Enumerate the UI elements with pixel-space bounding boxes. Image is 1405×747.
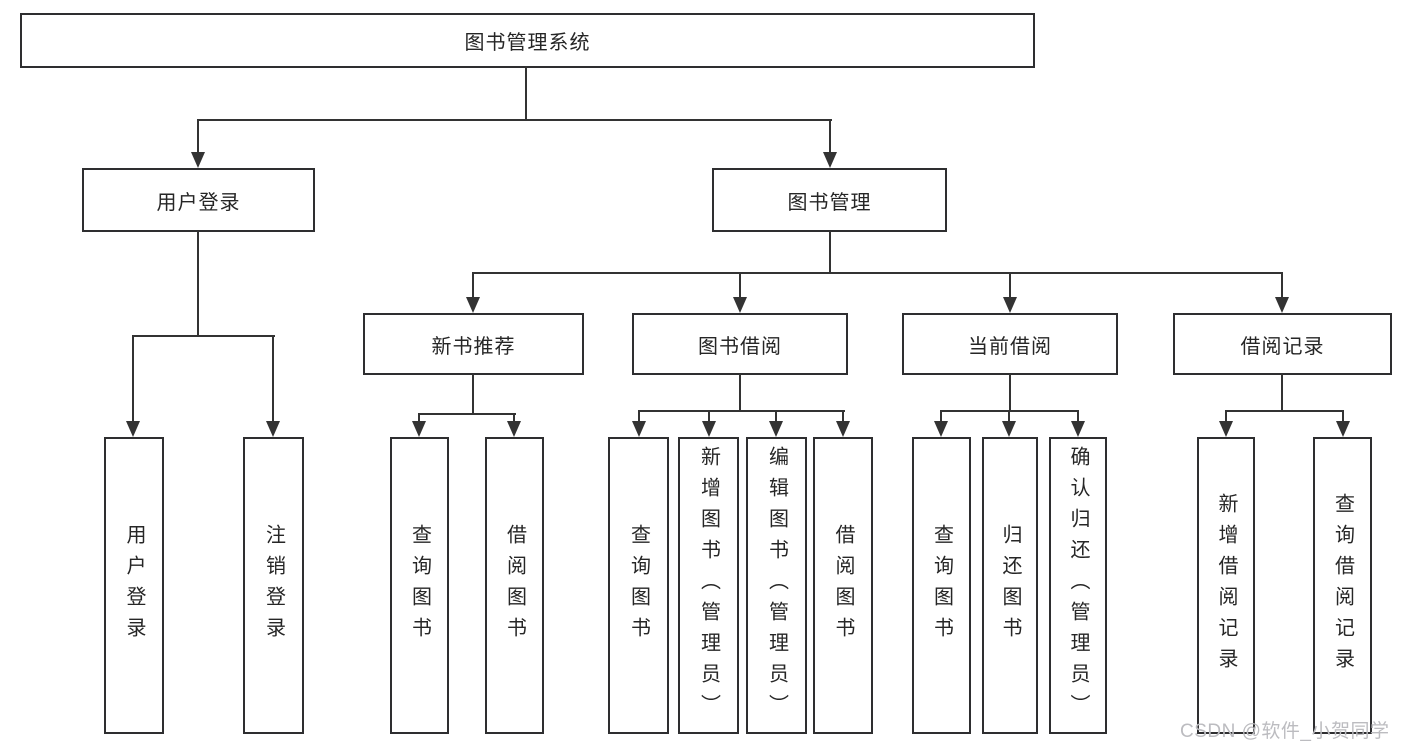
leaf-br-query-record: 查询借阅记录 <box>1313 437 1372 734</box>
leaf-bb-edit-books-admin-label: 编辑图书（管理员） <box>765 446 788 725</box>
leaf-cb-confirm-return-admin-label: 确认归还（管理员） <box>1067 446 1089 725</box>
connector-to-cb-return <box>1008 410 1010 423</box>
connector-to-br-add <box>1225 410 1227 423</box>
node-new-book-rec-label: 新书推荐 <box>431 335 516 358</box>
arrow-to-rec-query <box>412 421 426 437</box>
connector-to-br-query <box>1342 410 1344 423</box>
arrow-to-br-query <box>1336 421 1350 437</box>
leaf-bb-borrow-books-label: 借阅图书 <box>832 523 854 648</box>
leaf-cb-confirm-return-admin: 确认归还（管理员） <box>1049 437 1107 734</box>
connector-to-cb-query <box>940 410 942 423</box>
node-book-mgmt-label: 图书管理 <box>787 191 872 214</box>
leaf-bb-add-books-admin-label: 新增图书（管理员） <box>697 446 720 725</box>
leaf-rec-query-books-label: 查询图书 <box>408 523 431 648</box>
leaf-user-login: 用户登录 <box>104 437 164 734</box>
connector-to-new-book-rec <box>472 272 474 299</box>
arrow-to-cb-confirm <box>1071 421 1085 437</box>
leaf-br-query-record-label: 查询借阅记录 <box>1331 492 1354 679</box>
arrow-to-book-mgmt <box>823 152 837 168</box>
arrow-to-current-borrow <box>1003 297 1017 313</box>
connector-cb-stem <box>1009 374 1011 412</box>
connector-to-leaf-login <box>132 335 134 423</box>
connector-to-rec-query <box>418 413 420 423</box>
node-borrow-records: 借阅记录 <box>1173 313 1392 375</box>
leaf-logout-label: 注销登录 <box>262 523 285 648</box>
connector-to-bb-add <box>708 410 710 423</box>
node-book-borrow-label: 图书借阅 <box>698 335 782 358</box>
leaf-rec-borrow-books-label: 借阅图书 <box>503 523 526 648</box>
leaf-rec-borrow-books: 借阅图书 <box>485 437 544 734</box>
connector-to-bb-borrow <box>842 410 844 423</box>
node-current-borrow: 当前借阅 <box>902 313 1118 375</box>
connector-br-stem <box>1281 373 1283 412</box>
arrow-to-borrow-records <box>1275 297 1289 313</box>
leaf-cb-query-books: 查询图书 <box>912 437 971 734</box>
connector-br-rail <box>1225 410 1344 412</box>
node-borrow-records-label: 借阅记录 <box>1240 335 1325 358</box>
arrow-to-bb-add <box>702 421 716 437</box>
arrow-to-br-add <box>1219 421 1233 437</box>
leaf-bb-query-books: 查询图书 <box>608 437 669 734</box>
arrow-to-cb-query <box>934 421 948 437</box>
connector-rec-rail <box>418 413 516 415</box>
connector-to-bb-query <box>638 410 640 423</box>
connector-level2-rail <box>197 119 832 121</box>
connector-rec-stem <box>472 374 474 415</box>
leaf-bb-borrow-books: 借阅图书 <box>813 437 873 734</box>
connector-to-book-borrow <box>739 272 741 299</box>
connector-user-login-rail <box>132 335 275 337</box>
connector-book-mgmt-stem <box>829 231 831 273</box>
connector-to-current-borrow <box>1009 272 1011 299</box>
node-root: 图书管理系统 <box>20 13 1035 68</box>
leaf-logout: 注销登录 <box>243 437 304 734</box>
node-current-borrow-label: 当前借阅 <box>968 335 1052 358</box>
leaf-user-login-label: 用户登录 <box>123 523 145 648</box>
node-user-login-label: 用户登录 <box>156 191 241 214</box>
leaf-bb-add-books-admin: 新增图书（管理员） <box>678 437 739 734</box>
leaf-cb-return-books: 归还图书 <box>982 437 1038 734</box>
connector-to-leaf-logout <box>272 335 274 423</box>
connector-bb-stem <box>739 374 741 412</box>
arrow-to-leaf-logout <box>266 421 280 437</box>
node-new-book-rec: 新书推荐 <box>363 313 584 375</box>
arrow-to-rec-borrow <box>507 421 521 437</box>
node-book-mgmt: 图书管理 <box>712 168 947 232</box>
connector-to-rec-borrow <box>513 413 515 423</box>
leaf-bb-query-books-label: 查询图书 <box>627 523 650 648</box>
connector-bb-rail <box>638 410 845 412</box>
leaf-cb-query-books-label: 查询图书 <box>930 523 953 648</box>
csdn-watermark: CSDN @软件_小贺同学 <box>1180 721 1390 742</box>
leaf-br-add-record-label: 新增借阅记录 <box>1215 492 1237 679</box>
arrow-to-bb-query <box>632 421 646 437</box>
arrow-to-bb-edit <box>769 421 783 437</box>
arrow-to-bb-borrow <box>836 421 850 437</box>
arrow-to-cb-return <box>1002 421 1016 437</box>
node-root-label: 图书管理系统 <box>464 32 591 54</box>
leaf-rec-query-books: 查询图书 <box>390 437 449 734</box>
arrow-to-new-book-rec <box>466 297 480 313</box>
arrow-to-leaf-login <box>126 421 140 437</box>
connector-to-borrow-records <box>1281 272 1283 299</box>
connector-to-bb-edit <box>775 410 777 423</box>
connector-to-cb-confirm <box>1077 410 1079 423</box>
leaf-cb-return-books-label: 归还图书 <box>999 523 1021 648</box>
leaf-br-add-record: 新增借阅记录 <box>1197 437 1255 734</box>
leaf-bb-edit-books-admin: 编辑图书（管理员） <box>746 437 807 734</box>
arrow-to-user-login <box>191 152 205 168</box>
node-user-login: 用户登录 <box>82 168 315 232</box>
connector-to-user-login <box>197 119 199 154</box>
connector-to-book-mgmt <box>829 119 831 154</box>
node-book-borrow: 图书借阅 <box>632 313 848 375</box>
connector-root-stem <box>525 66 527 120</box>
connector-user-login-stem <box>197 231 199 337</box>
connector-level3-rail <box>472 272 1283 274</box>
arrow-to-book-borrow <box>733 297 747 313</box>
